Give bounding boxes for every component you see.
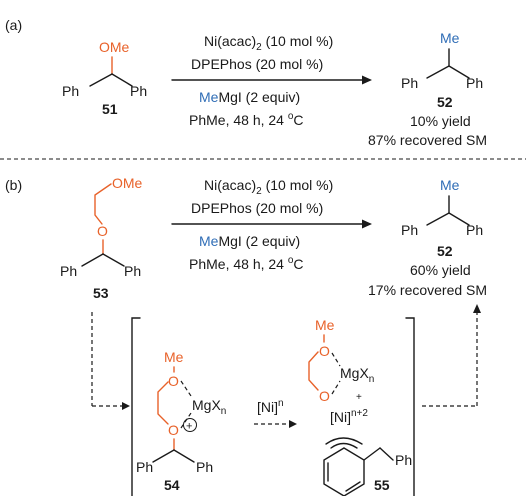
- phenyl-right-label: Ph: [466, 222, 483, 238]
- compound-number-54: 54: [164, 477, 180, 493]
- eta3-arc-outer: [325, 437, 363, 445]
- compound-number-53: 53: [93, 285, 109, 301]
- c-ph-left-bond: [89, 73, 113, 87]
- nickel-transfer: [Ni]n: [254, 398, 297, 428]
- benzylnickel-complex: [Ni]n+2 Ph 55: [323, 408, 412, 496]
- methoxy-label: OMe: [99, 39, 130, 55]
- phenyl-left-label: Ph: [401, 75, 418, 91]
- substrate-51: OMe Ph Ph 51: [62, 39, 147, 117]
- magnesium-halide-label: MgXn: [340, 365, 374, 385]
- c-ph-left-bond: [426, 65, 450, 79]
- phenyl-left-label: Ph: [401, 222, 418, 238]
- catalyst-text: Ni(acac)2 (10 mol %): [204, 177, 333, 197]
- reagent-text: MeMgI (2 equiv): [199, 233, 300, 249]
- ethylene-linker: [308, 351, 319, 391]
- benzyl-bond: [363, 447, 381, 461]
- conditions-b: Ni(acac)2 (10 mol %) DPEPhos (20 mol %) …: [171, 177, 372, 272]
- panel-a: (a) OMe Ph Ph 51 Ni(acac)2 (10 mol %) DP…: [5, 17, 487, 148]
- dashed-transfer-arrowhead: [289, 420, 297, 428]
- ethylene-linker: [157, 381, 169, 425]
- recovered-sm-text: 17% recovered SM: [368, 282, 487, 298]
- phenyl-left-label: Ph: [62, 83, 79, 99]
- panel-a-label: (a): [5, 17, 22, 33]
- coordination-dash-bottom: [180, 412, 192, 429]
- panel-b-label: (b): [5, 177, 22, 193]
- phenyl-label: Ph: [395, 452, 412, 468]
- reaction-arrowhead-a: [362, 75, 372, 85]
- plus-sign: +: [356, 392, 362, 403]
- ligand-text: DPEPhos (20 mol %): [191, 56, 323, 72]
- substrate-53: OMe O Ph Ph 53: [60, 175, 143, 301]
- phenyl-right-label: Ph: [466, 75, 483, 91]
- yield-text: 10% yield: [410, 113, 471, 129]
- dashed-arrowhead-in: [122, 402, 130, 410]
- oxygen-top-label: O: [319, 343, 330, 359]
- compound-number-52: 52: [437, 94, 453, 110]
- conditions-a: Ni(acac)2 (10 mol %) DPEPhos (20 mol %) …: [171, 33, 372, 128]
- eta3-arc-inner: [330, 442, 358, 449]
- magnesium-halide-label: MgXn: [192, 397, 226, 417]
- phenyl-left-label: Ph: [136, 459, 153, 475]
- product-52-a: Me Ph Ph 52 10% yield 87% recovered SM: [368, 30, 487, 148]
- oxonium-plus-sign: +: [186, 421, 192, 433]
- nickel-label: [Ni]n: [257, 398, 284, 415]
- oxygen-bottom-label: O: [168, 422, 179, 438]
- c-ph-left-bond: [426, 212, 450, 226]
- solvent-text: PhMe, 48 h, 24 oC: [189, 111, 304, 128]
- benzene-ring: [323, 447, 365, 496]
- ether-oxygen-label: O: [97, 223, 108, 239]
- recovered-sm-text: 87% recovered SM: [368, 132, 487, 148]
- catalyst-text: Ni(acac)2 (10 mol %): [204, 33, 333, 53]
- methyl-label: Me: [315, 317, 335, 333]
- right-bracket: [405, 317, 415, 496]
- compound-number-55: 55: [374, 477, 390, 493]
- compound-number-51: 51: [102, 101, 118, 117]
- phenyl-right-label: Ph: [130, 83, 147, 99]
- compound-number-52: 52: [437, 243, 453, 259]
- coordination-dash-top: [180, 380, 192, 397]
- methyl-label: Me: [440, 177, 460, 193]
- ligand-text: DPEPhos (20 mol %): [191, 200, 323, 216]
- reagent-text: MeMgI (2 equiv): [199, 89, 300, 105]
- chelate-byproduct: Me O O MgXn +: [308, 317, 374, 404]
- coordination-dash-top: [331, 352, 341, 367]
- oxygen-bottom-label: O: [319, 388, 330, 404]
- methyl-label: Me: [164, 349, 184, 365]
- left-bracket: [131, 317, 141, 496]
- methoxy-label: OMe: [112, 175, 143, 191]
- reaction-arrowhead-b: [362, 219, 372, 229]
- ethylene-linker: [94, 183, 112, 225]
- methyl-label: Me: [440, 30, 460, 46]
- c-ph-left-bond: [81, 253, 104, 267]
- panel-b: (b) OMe O Ph Ph 53 Ni(acac)2 (10 mol %) …: [5, 175, 487, 496]
- c-ph-right-bond: [102, 253, 125, 267]
- yield-text: 60% yield: [410, 262, 471, 278]
- ring-double-bond-bottom: [345, 481, 361, 492]
- product-52-b: Me Ph Ph 52 60% yield 17% recovered SM: [368, 177, 487, 298]
- coordination-dash-bottom: [331, 380, 341, 395]
- c-ph-left-bond: [152, 449, 175, 463]
- phenyl-right-label: Ph: [196, 459, 213, 475]
- oxygen-top-label: O: [168, 373, 179, 389]
- c-ph-right-bond: [448, 65, 470, 79]
- c-ph-right-bond: [173, 449, 195, 463]
- ch2-ph-bond: [379, 447, 394, 461]
- c-ph-right-bond: [111, 73, 133, 87]
- phenyl-right-label: Ph: [124, 263, 141, 279]
- solvent-text: PhMe, 48 h, 24 oC: [189, 255, 304, 272]
- intermediate-54: Me O O + MgXn Ph Ph 54: [136, 349, 226, 493]
- dashed-arrowhead-out: [473, 304, 481, 313]
- c-ph-right-bond: [448, 212, 470, 226]
- phenyl-left-label: Ph: [60, 263, 77, 279]
- nickel-label: [Ni]n+2: [330, 408, 368, 425]
